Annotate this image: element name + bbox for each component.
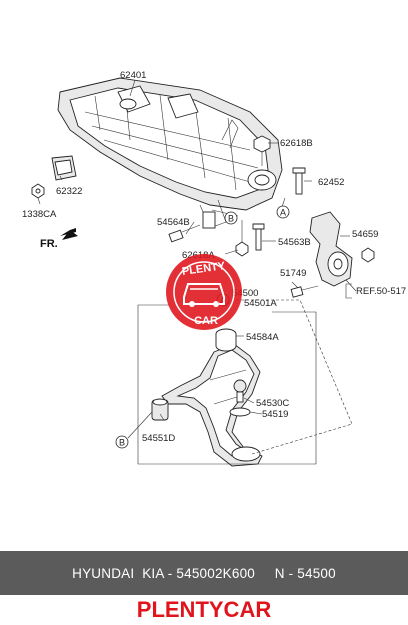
bolt-62618A [235,220,249,257]
subframe-crossmember [57,77,283,229]
steering-knuckle [309,211,375,287]
bolt-62618B [253,135,271,166]
label-54563B: 54563B [278,237,311,248]
ref-bracket [345,283,352,299]
leader-lines [37,79,357,455]
brand-name: PLENTYCAR [136,597,272,622]
bushing-54551D [151,398,169,421]
svg-text:A: A [280,208,286,218]
callout-b-1: B [224,211,238,225]
ball-joint-54530C [229,379,251,417]
label-54551D: 54551D [142,433,175,444]
parts-diagram: FR. 62401 62618B 62322 62452 1338CA 5456… [22,70,406,467]
label-1338CA: 1338CA [22,209,57,220]
label-62618B: 62618B [280,138,313,149]
callout-a-1: A [276,205,290,219]
label-62401: 62401 [120,70,146,81]
assembly-bracket [137,304,317,465]
label-54530C: 54530C [256,398,289,409]
bolt-51749 [290,285,319,298]
label-54500: 54500 [232,288,258,299]
bolt-54563B [252,223,265,251]
callout-b-2: B [115,435,129,449]
label-54659: 54659 [352,229,378,240]
front-direction-indicator: FR. [40,228,78,250]
part-number-bar: HYUNDAI KIA - 545002K600 N - 54500 [0,551,408,595]
bolt-54564B [168,224,201,243]
front-label: FR. [40,238,58,250]
label-62322: 62322 [56,186,82,197]
ref-label: REF.50-517 [356,286,406,297]
label-51749: 51749 [280,268,306,279]
bolt-62452 [292,167,306,195]
plentycar-watermark-logo: PLENTY CAR [166,254,242,330]
label-54501A: 54501A [244,298,277,309]
nut-1338CA [31,183,45,199]
label-54584A: 54584A [246,332,279,343]
label-54564B: 54564B [157,217,190,228]
svg-text:B: B [228,214,234,224]
part-number-text: HYUNDAI KIA - 545002K600 N - 54500 [72,565,336,581]
watermark-bottom-text: CAR [194,315,218,327]
mount-bracket-62322 [51,155,77,181]
front-arrow-icon [60,228,76,236]
label-54519: 54519 [262,409,288,420]
car-icon [183,283,225,305]
lower-control-arm [161,343,263,467]
svg-text:B: B [119,438,125,448]
bushing-54584A [215,328,237,352]
label-62452: 62452 [318,177,344,188]
